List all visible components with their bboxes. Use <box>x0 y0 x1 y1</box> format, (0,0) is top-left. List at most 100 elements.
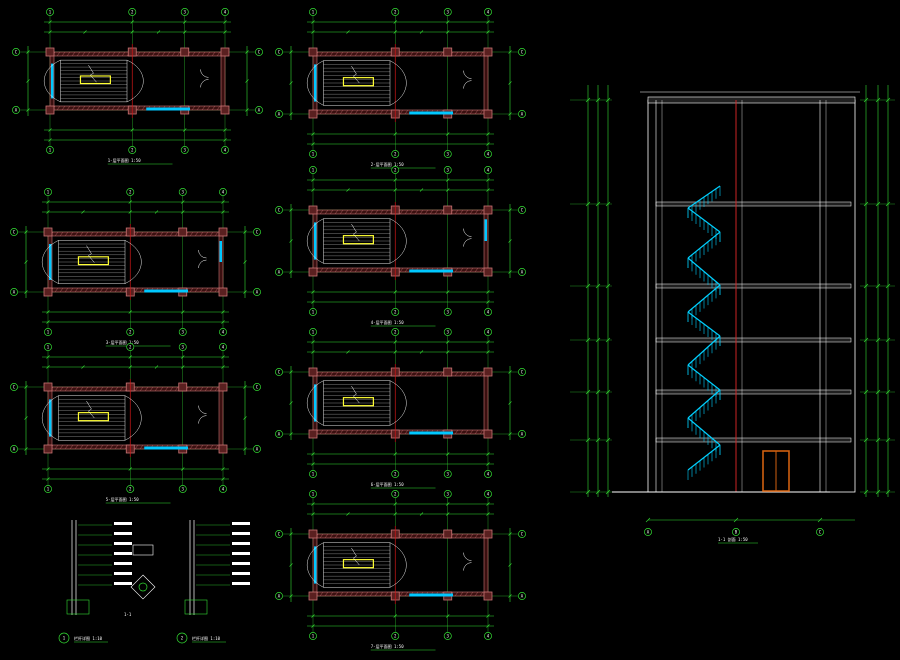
floor-slab <box>655 389 852 395</box>
wall-hatch <box>354 591 359 597</box>
stair-arrow <box>351 223 360 242</box>
wall-hatch <box>79 386 84 392</box>
wall-hatch <box>149 231 154 237</box>
wall-hatch <box>136 105 141 111</box>
wall-hatch <box>59 386 64 392</box>
axis-bubble-circle <box>484 308 492 316</box>
axis-bubble-bottom: 4 <box>484 632 492 640</box>
detail-note <box>114 572 132 575</box>
floor-slab <box>655 337 852 343</box>
plan-dim-left <box>24 381 28 455</box>
wall-hatch <box>209 444 214 450</box>
axis-bubble-label: A <box>521 432 524 437</box>
wall-hatch <box>454 429 459 435</box>
wall-hatch <box>74 444 79 450</box>
wall-hatch <box>409 371 414 377</box>
axis-bubble-left: A <box>275 268 283 276</box>
wall-hatch <box>56 105 61 111</box>
axis-bubble-label: C <box>278 208 281 213</box>
wall-hatch <box>121 51 126 57</box>
structural-column <box>443 205 453 215</box>
axis-bubble-circle <box>275 268 283 276</box>
axis-bubble-right: C <box>518 206 526 214</box>
wall-hatch <box>434 533 439 539</box>
wall-hatch <box>111 105 116 111</box>
axis-bubble-label: 4 <box>224 148 227 153</box>
axis-bubble-label: 2 <box>394 472 397 477</box>
stair-landing-arc <box>389 380 407 426</box>
structural-column <box>308 267 318 277</box>
dimension-tick <box>156 30 161 34</box>
axis-bubble-circle <box>443 150 452 158</box>
wall-hatch <box>374 591 379 597</box>
wall-hatch <box>384 533 389 539</box>
axis-bubble-circle <box>219 328 227 336</box>
axis-bubble-label: 3 <box>447 152 450 157</box>
axis-bubble-label: 2 <box>394 10 397 15</box>
axis-bubble-circle <box>178 328 187 336</box>
wall-hatch <box>166 51 171 57</box>
wall-hatch <box>204 231 209 237</box>
wall-hatch <box>174 231 179 237</box>
plan-title: 6-层平面图 1:50 <box>371 481 404 487</box>
dimension-tick <box>508 239 512 243</box>
axis-bubble-top: 2 <box>128 8 137 16</box>
floor-slab <box>655 437 852 443</box>
wall-hatch <box>404 429 409 435</box>
section-mark-circle <box>138 582 148 592</box>
structural-column <box>483 109 493 119</box>
axis-bubble-circle <box>443 490 452 498</box>
wall-hatch <box>454 209 459 215</box>
axis-bubble-bottom: 2 <box>391 308 400 316</box>
axis-bubble-bottom: 3 <box>443 470 452 478</box>
wall-hatch <box>374 209 379 215</box>
dimension-tick <box>508 563 512 567</box>
wall-hatch <box>349 267 354 273</box>
axis-bubble-label: C <box>278 532 281 537</box>
stair-landing-arc <box>389 542 407 588</box>
structural-column <box>43 444 53 454</box>
axis-bubble-top: 3 <box>180 8 189 16</box>
axis-bubble-label: 4 <box>487 472 490 477</box>
wall-right <box>483 371 489 435</box>
axis-bubble-left: C <box>275 206 283 214</box>
dimension-tick <box>243 260 247 264</box>
wall-hatch <box>76 51 81 57</box>
wall-hatch <box>399 51 404 57</box>
wall-hatch <box>139 287 144 293</box>
wall-hatch <box>214 287 219 293</box>
axis-bubble-label: 4 <box>487 634 490 639</box>
stair-core-outline <box>77 256 109 266</box>
axis-bubble-label: A <box>521 270 524 275</box>
wall-hatch <box>369 533 374 539</box>
axis-bubble-label: 4 <box>487 310 490 315</box>
axis-bubble-label: C <box>278 370 281 375</box>
axis-bubble-circle <box>309 308 317 316</box>
axis-bubble-circle <box>275 430 283 438</box>
dimension-tick <box>289 239 293 243</box>
dimension-tick <box>419 512 424 516</box>
wall-hatch <box>164 386 169 392</box>
wall-hatch <box>99 231 104 237</box>
axis-bubble-circle <box>219 188 227 196</box>
axis-bubble-label: 1 <box>49 10 52 15</box>
wall-hatch <box>64 386 69 392</box>
wall-hatch <box>134 386 139 392</box>
wall-hatch <box>359 209 364 215</box>
stair-core-outline <box>79 75 111 85</box>
wall-hatch <box>84 287 89 293</box>
section-title: 1-1 剖面 1:50 <box>718 536 748 542</box>
detail-note <box>232 552 250 555</box>
window-left <box>314 222 317 260</box>
wall-hatch <box>119 444 124 450</box>
door-swing <box>198 249 207 269</box>
axis-bubble-label: 3 <box>447 634 450 639</box>
axis-bubble-label: C <box>521 208 524 213</box>
wall-hatch <box>344 533 349 539</box>
wall-hatch <box>344 51 349 57</box>
wall-hatch <box>424 209 429 215</box>
wall-hatch <box>159 231 164 237</box>
wall-hatch <box>359 109 364 115</box>
